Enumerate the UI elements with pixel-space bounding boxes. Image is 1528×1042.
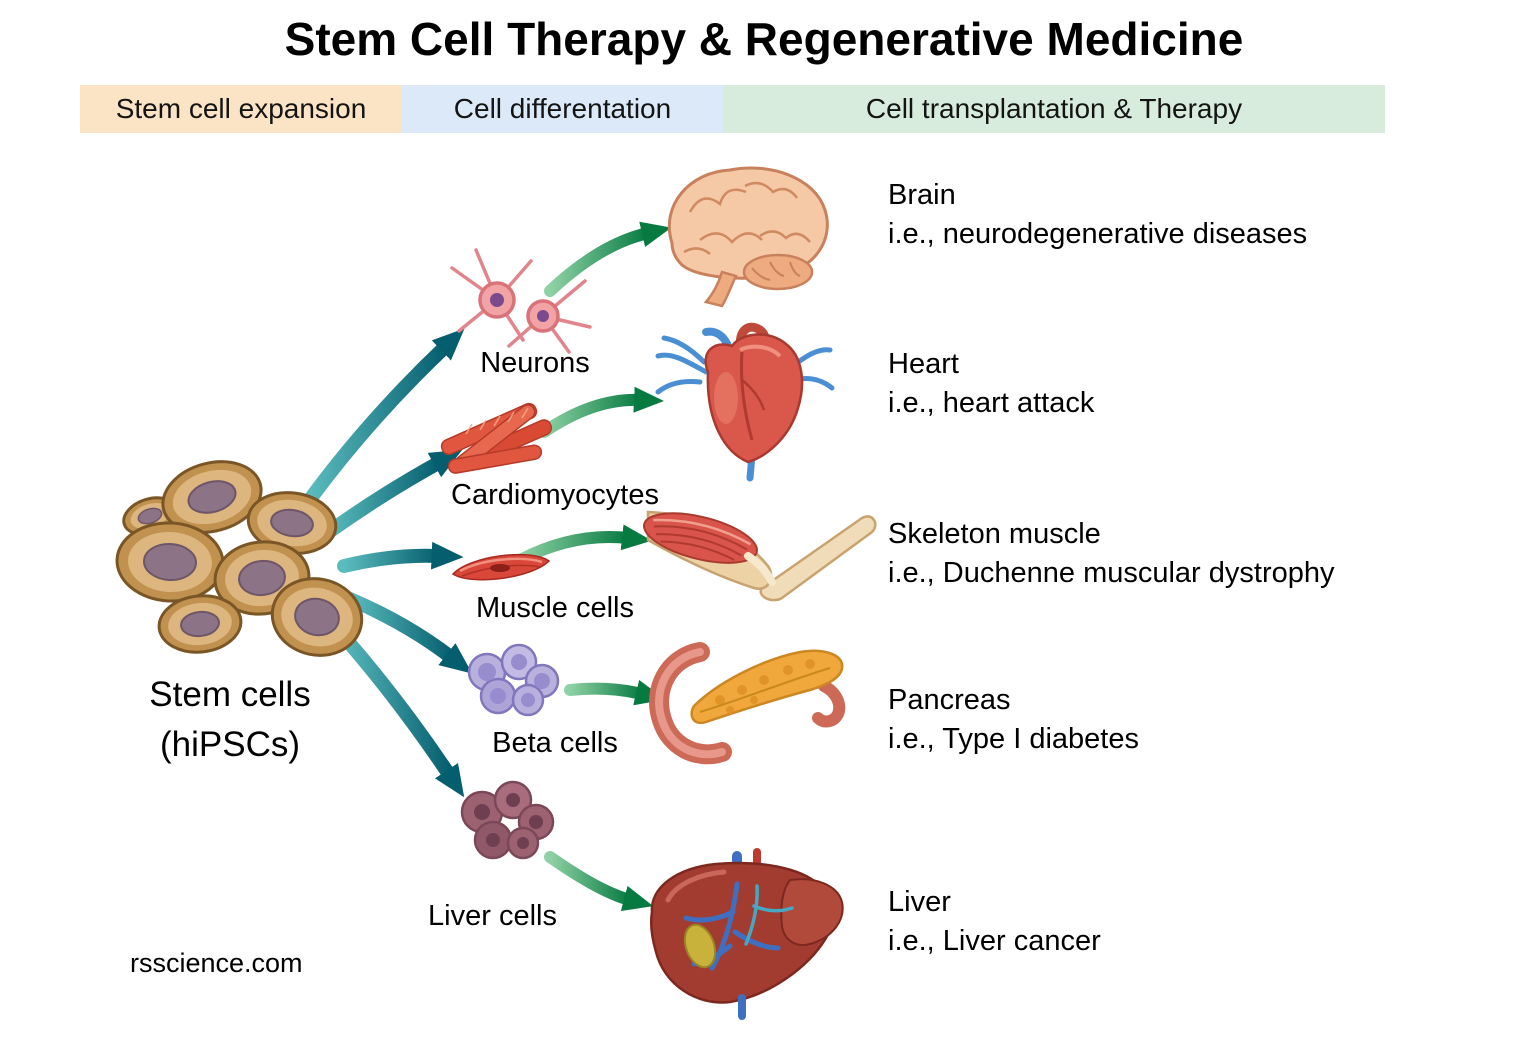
phase-cell-transplantation-label: Cell transplantation & Therapy — [865, 93, 1243, 124]
arrow-to-cardiomyocytes — [319, 449, 463, 541]
liver-disease-example: i.e., Liver cancer — [888, 925, 1101, 957]
neurons-illustration — [450, 248, 592, 354]
heart-illustration — [655, 322, 835, 482]
heart-text-block: Heart i.e., heart attack — [888, 345, 1094, 423]
skeleton-muscle-text-block: Skeleton muscle i.e., Duchenne muscular … — [888, 515, 1335, 593]
arrow-to-neurons — [301, 328, 465, 509]
arrow-to-liver-cells — [331, 623, 465, 798]
transplantation-arrows — [514, 221, 672, 912]
heart-organ-name: Heart — [888, 348, 959, 380]
beta-cells-illustration — [467, 643, 560, 717]
skeleton-muscle-disease-example: i.e., Duchenne muscular dystrophy — [888, 557, 1335, 589]
phase-cell-differentiation: Cell differentation — [402, 85, 723, 133]
stem-cells-label-block: Stem cells (hiPSCs) — [95, 670, 365, 770]
phase-cell-differentiation-label: Cell differentation — [453, 93, 672, 124]
arrow-muscle-to-skeleton — [514, 524, 652, 566]
arrow-to-muscle-cells — [337, 541, 464, 573]
skeletal-muscle-illustration — [642, 510, 877, 602]
pancreas-disease-example: i.e., Type I diabetes — [888, 723, 1139, 755]
brain-illustration — [667, 166, 829, 308]
brain-text-block: Brain i.e., neurodegenerative diseases — [888, 176, 1307, 254]
stem-cells-subname: (hiPSCs) — [159, 725, 301, 764]
arrow-to-beta-cells — [343, 592, 473, 674]
arrow-neurons-to-brain — [544, 221, 672, 297]
beta-cells-label: Beta cells — [492, 727, 618, 759]
pancreas-illustration — [649, 642, 846, 765]
liver-organ-name: Liver — [888, 886, 951, 918]
skeleton-muscle-organ-name: Skeleton muscle — [888, 518, 1101, 550]
cardiomyocytes-label: Cardiomyocytes — [451, 479, 659, 511]
page-title: Stem Cell Therapy & Regenerative Medicin… — [284, 13, 1244, 65]
muscle-cells-label: Muscle cells — [476, 592, 634, 624]
liver-text-block: Liver i.e., Liver cancer — [888, 883, 1101, 961]
liver-cells-illustration — [460, 780, 555, 860]
neurons-label: Neurons — [480, 347, 590, 379]
phase-stem-cell-expansion-label: Stem cell expansion — [115, 93, 367, 124]
heart-disease-example: i.e., heart attack — [888, 387, 1095, 419]
arrow-beta-to-pancreas — [564, 679, 666, 706]
liver-cells-label: Liver cells — [428, 900, 557, 932]
phase-stem-cell-expansion: Stem cell expansion — [80, 85, 402, 133]
phase-bar: Stem cell expansion Cell differentation … — [80, 85, 1385, 133]
brain-organ-name: Brain — [888, 179, 956, 211]
cardiomyocytes-illustration — [440, 402, 553, 474]
brain-disease-example: i.e., neurodegenerative diseases — [888, 218, 1308, 250]
stem-cells-illustration — [115, 460, 364, 657]
differentiation-arrows — [301, 328, 473, 798]
pancreas-organ-name: Pancreas — [888, 684, 1011, 716]
watermark: rsscience.com — [130, 948, 303, 978]
arrow-cardio-to-heart — [538, 386, 664, 438]
stem-cells-name: Stem cells — [149, 675, 311, 714]
muscle-cells-illustration — [451, 553, 551, 581]
arrow-livercells-to-liver — [544, 851, 654, 912]
pancreas-text-block: Pancreas i.e., Type I diabetes — [888, 681, 1139, 759]
liver-organ-illustration — [649, 848, 844, 1020]
phase-cell-transplantation: Cell transplantation & Therapy — [723, 85, 1385, 133]
